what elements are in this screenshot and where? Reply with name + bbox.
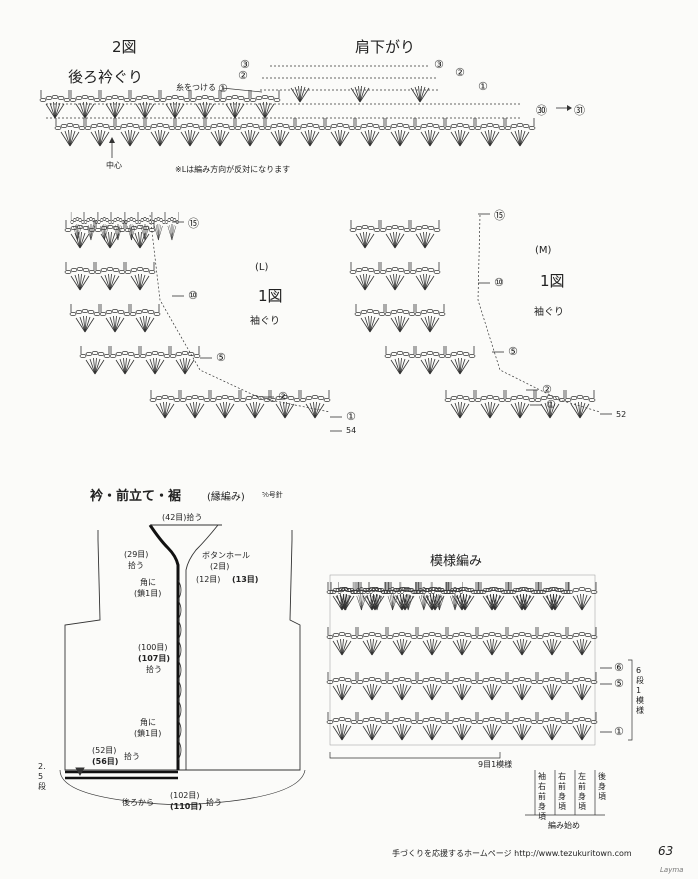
back-count-bold: (110目) [170,802,203,811]
corner-label: 角に [140,718,156,727]
row-marker: 54 [346,426,357,435]
front-count-bold: (107目) [138,654,171,663]
fig1-M-label: 1図 [540,272,565,290]
fig1-L-label: 1図 [258,287,283,305]
row-marker: ② [278,390,288,403]
direction-note: ※Lは編み方向が反対になります [175,165,291,174]
row-marker: ⑩ [188,289,198,302]
right-front-label: 右前身頃 [558,772,566,811]
left-collar-count: (29目) [124,550,149,559]
row-marker: ② [238,69,248,82]
row-arrows [172,213,612,432]
row-marker: ① [614,725,624,738]
six-row-repeat: 6段1模様 [636,666,644,715]
buttonhole-count: (2目) [210,562,230,571]
fig1-L-chart [65,212,330,418]
start-label: 編み始め [548,821,580,830]
pickup-label: 拾う [146,665,162,674]
row-marker: ① [478,80,488,93]
back-from-label: 後ろから [122,798,154,807]
pattern-chart [327,574,633,816]
front-count: (100目) [138,643,168,652]
fig2-chart [40,65,572,158]
armhole-M-label: 袖ぐり [534,307,564,318]
size-M-label: (M) [535,245,552,256]
row-marker: ⑩ [494,276,504,289]
row-marker: ① [218,82,228,95]
row-marker: ㉛ [574,104,585,117]
hook-size: ⁵⁄₀号針 [262,491,283,499]
hem-count: (52目) [92,746,117,755]
row-marker: ⑥ [614,661,624,674]
row-marker: ⑮ [494,209,505,222]
watermark: Layma [660,866,684,874]
row-marker: 52 [616,410,627,419]
pattern-title: 模様編み [430,554,483,569]
back-body-label: 後身頃 [598,772,606,801]
back-count: (102目) [170,791,200,800]
row-marker: ③ [240,58,250,71]
corner-chain: (鎖1目) [134,729,162,738]
row-marker: ⑤ [508,345,518,358]
size-L-label: (L) [255,262,269,273]
buttonhole-label: ボタンホール [202,551,250,560]
sleeve-right-front-label: 袖右前身頃 [538,772,546,821]
row-marker: ⑤ [216,351,226,364]
shoulder-label: 肩下がり [355,38,416,56]
border-sub: (縁編み) [207,492,245,503]
row-marker: ② [542,383,552,396]
garment-outline [59,524,306,806]
pickup-label: 拾う [206,798,222,807]
corner-chain: (鎖1目) [134,589,162,598]
center-label: 中心 [106,161,122,170]
corner-label: 角に [140,578,156,587]
row-marker: ㉚ [536,104,547,117]
row-marker: ⑮ [188,217,199,230]
page-number: 63 [658,844,674,858]
back-neck-label: 後ろ衿ぐり [68,68,144,86]
nine-stitch-repeat: 9目1模様 [478,760,513,769]
footer-text: 手づくりを応援するホームページ http://www.tezukuritown.… [392,849,632,858]
row-marker: ② [455,66,465,79]
pickup-label: 拾う [124,752,140,761]
hem-count-bold: (56目) [92,757,119,766]
armhole-L-label: 袖ぐり [250,316,280,327]
collar-stitches: (42目)拾う [162,513,203,522]
attach-yarn-label: 糸をつける [176,83,216,92]
side-rows-note: 2.5段 [38,762,46,791]
fig1-M-chart [350,214,601,418]
row-marker: ① [546,398,556,411]
row-marker: ① [346,410,356,423]
row-marker: ⑤ [614,677,624,690]
left-front-label: 左前身頃 [578,772,586,811]
buttonhole-spacing-bold: (13目) [232,575,259,584]
pickup-label: 拾う [128,561,144,570]
buttonhole-spacing: (12目) [196,575,221,584]
fig2-label: 2図 [112,38,137,56]
border-title: 衿・前立て・裾 [90,489,182,504]
row-marker: ③ [434,58,444,71]
